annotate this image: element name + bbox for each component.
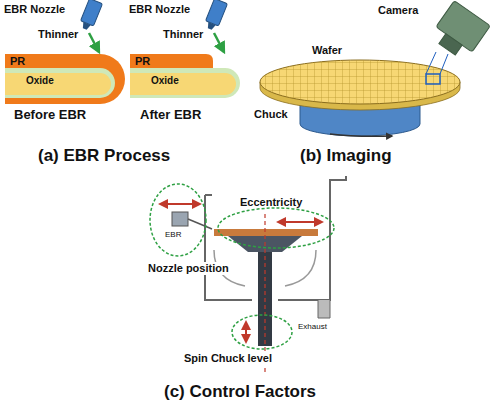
state-label: Before EBR (14, 108, 86, 123)
imaging-setup (258, 1, 490, 137)
view-line (440, 54, 448, 74)
panel-caption: (c) Control Factors (164, 382, 316, 402)
photoresist-layer (5, 54, 125, 104)
part-label: Thinner (163, 28, 203, 41)
factor-label: Eccentricity (240, 196, 302, 209)
layer-label: PR (135, 55, 150, 68)
thinner-arrow (89, 33, 99, 52)
part-label: EBR Nozzle (129, 3, 190, 16)
wafer-body (130, 73, 236, 95)
thinner-arrow (214, 33, 224, 52)
rotation-axis (264, 214, 265, 372)
ebr-nozzle (78, 0, 102, 32)
layer-label: Oxide (26, 75, 54, 87)
spin-shaft (258, 246, 272, 346)
wafer-body (5, 73, 111, 95)
panel-caption: (b) Imaging (300, 146, 392, 166)
view-line (426, 52, 436, 74)
die-grid (258, 58, 462, 106)
part-label: EBR (163, 230, 183, 239)
part-label: Thinner (38, 28, 78, 41)
before-ebr-section (5, 0, 125, 104)
focus-ring (218, 208, 334, 248)
part-label: Exhaust (296, 322, 329, 331)
ebr-nozzle-tip (188, 219, 212, 229)
state-label: After EBR (140, 108, 201, 123)
factor-label: Nozzle position (146, 262, 231, 275)
part-label: Camera (378, 4, 418, 17)
wafer (214, 229, 318, 236)
imaging-area (426, 74, 440, 84)
part-label: Wafer (312, 44, 342, 57)
ebr-nozzle-body (172, 212, 188, 226)
chuck-level-arrow (245, 322, 247, 342)
eccentricity-arrow (278, 221, 322, 223)
camera (429, 1, 490, 62)
focus-ring (232, 315, 292, 349)
after-ebr-section (130, 0, 240, 98)
factor-label: Spin Chuck level (182, 352, 274, 365)
oxide-layer (130, 68, 240, 98)
part-label: Chuck (254, 108, 288, 121)
part-label: EBR Nozzle (4, 3, 65, 16)
focus-ring (150, 184, 206, 256)
panel-caption: (a) EBR Process (38, 146, 170, 166)
cup-housing (205, 176, 346, 300)
exhaust-pipe (318, 300, 330, 318)
cup-lip (205, 194, 212, 196)
rotation-arrow (330, 134, 392, 136)
layer-label: PR (10, 55, 25, 68)
oxide-layer (5, 68, 115, 98)
layer-label: Oxide (151, 75, 179, 87)
ebr-nozzle (203, 0, 227, 32)
photoresist-layer (130, 54, 213, 68)
nozzle-position-arrow (160, 203, 200, 205)
